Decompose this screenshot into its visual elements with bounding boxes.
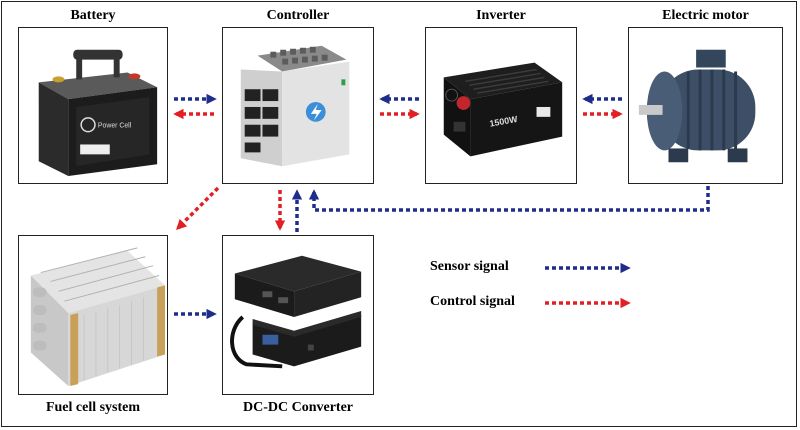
dcdc-label: DC-DC Converter <box>242 400 354 415</box>
fuel-cell-box <box>18 235 168 395</box>
electric-motor-box <box>628 27 783 184</box>
dcdc-box <box>222 235 374 395</box>
dcdc-image <box>230 255 362 369</box>
inverter-label: Inverter <box>476 8 526 23</box>
inverter-image: 1500W <box>443 62 563 157</box>
electric-motor-image <box>638 49 756 163</box>
battery-box: Power Cell <box>18 27 168 184</box>
battery-label: Battery <box>70 8 116 23</box>
controller-box <box>222 27 374 184</box>
fuel-cell-image <box>30 247 166 387</box>
electric-motor-label: Electric motor <box>662 8 749 23</box>
legend-control-label: Control signal <box>430 294 515 309</box>
controller-label: Controller <box>266 8 330 23</box>
fuel-cell-label: Fuel cell system <box>45 400 141 415</box>
battery-image: Power Cell <box>38 49 158 177</box>
legend-sensor-label: Sensor signal <box>430 259 509 274</box>
battery-brand-text: Power Cell <box>98 123 132 130</box>
controller-image <box>240 45 350 167</box>
inverter-rating-text: 1500W <box>489 114 519 129</box>
inverter-box: 1500W <box>425 27 577 184</box>
